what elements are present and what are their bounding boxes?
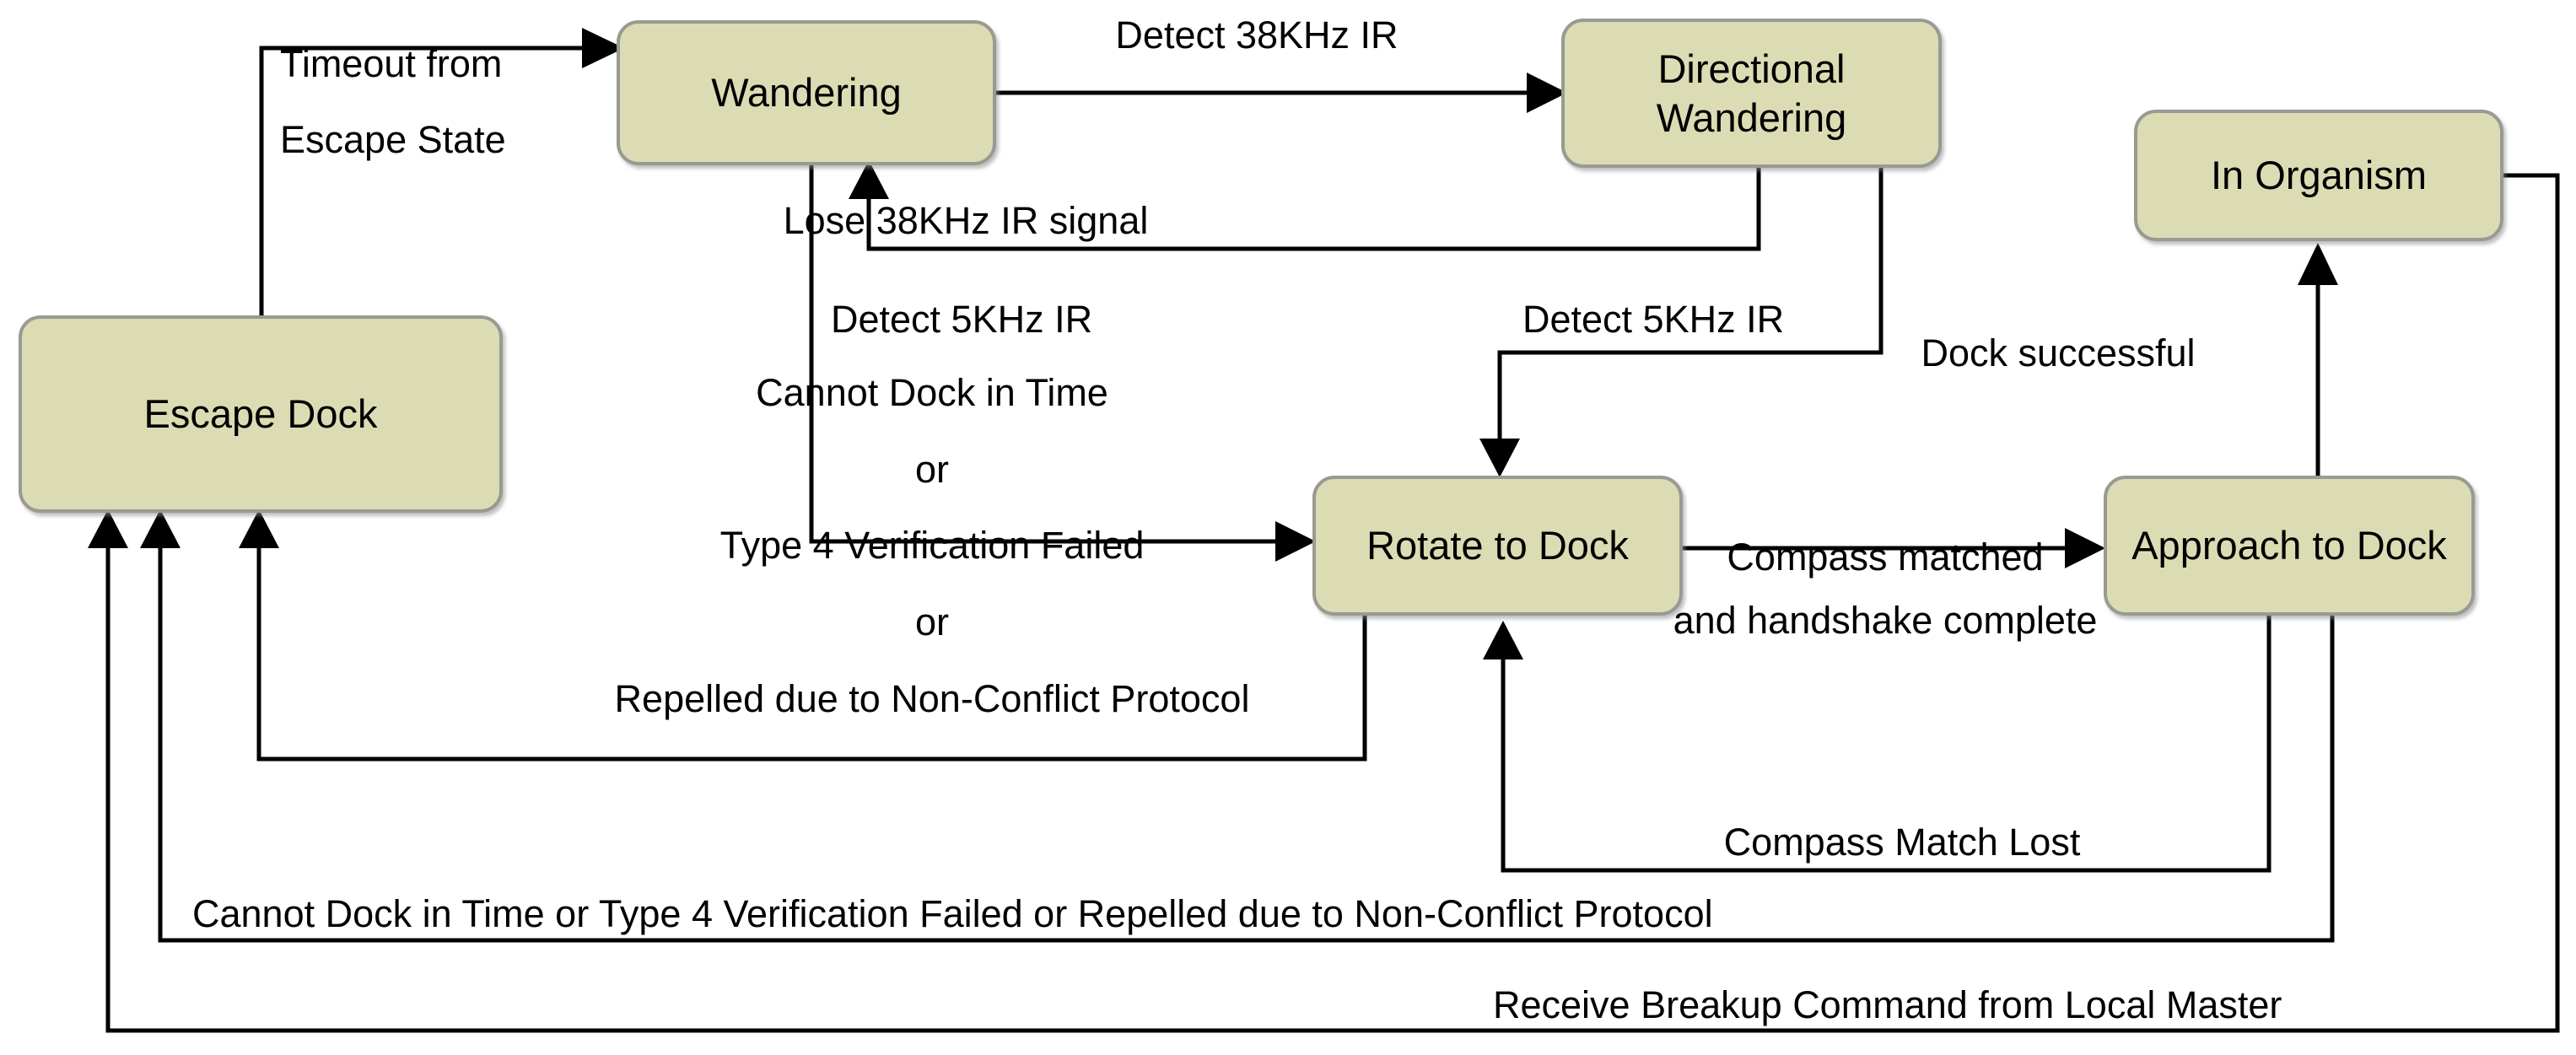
edge-wandering-to-rotate-to-dock (809, 165, 1316, 562)
node-escape-dock[interactable]: Escape Dock (19, 315, 503, 513)
edge-label-detect-5khz-ir-right: Detect 5KHz IR (1522, 298, 1785, 341)
arrow-head-icon (239, 509, 279, 548)
edge-path (809, 165, 1275, 544)
edge-directional-wandering-to-rotate-to-dock (1479, 168, 1883, 477)
edge-path (256, 548, 1367, 762)
edge-path (158, 548, 2335, 943)
arrow-head-icon (1275, 521, 1316, 562)
edge-label-compass-matched-line2: and handshake complete (1673, 599, 2098, 642)
arrow-head-icon (140, 509, 181, 548)
edge-label-fail-line3: Type 4 Verification Failed (719, 524, 1145, 567)
arrow-head-icon (2065, 528, 2105, 568)
node-approach-to-dock[interactable]: Approach to Dock (2104, 476, 2475, 616)
edge-label-long-fail-conditions: Cannot Dock in Time or Type 4 Verificati… (192, 892, 1713, 935)
edge-label-fail-line1: Cannot Dock in Time (756, 371, 1108, 414)
node-label-rotate-to-dock: Rotate to Dock (1366, 523, 1629, 568)
arrow-head-icon (849, 160, 889, 199)
arrow-head-icon (2298, 243, 2338, 285)
node-label-wandering: Wandering (711, 70, 902, 116)
edge-label-lose-38khz-ir-signal: Lose 38KHz IR signal (783, 199, 1149, 242)
edge-approach-to-dock-to-rotate-to-dock (1483, 616, 2272, 873)
edge-in-organism-to-escape-dock (88, 173, 2560, 1033)
edge-label-detect-5khz-ir-left: Detect 5KHz IR (831, 298, 1093, 341)
node-label-in-organism: In Organism (2211, 153, 2427, 198)
edge-label-fail-line5: Repelled due to Non-Conflict Protocol (614, 677, 1250, 720)
edge-approach-to-dock-to-in-organism (2298, 243, 2338, 476)
edge-label-fail-line4: or (914, 600, 950, 643)
edge-path (1501, 616, 2272, 873)
arrow-head-icon (88, 509, 128, 548)
node-label-approach-to-dock: Approach to Dock (2131, 523, 2447, 568)
edge-rotate-to-dock-to-approach-to-dock (1683, 528, 2105, 568)
arrow-head-icon (1527, 73, 1567, 113)
arrow-head-icon (1479, 439, 1520, 477)
edge-label-compass-matched-line1: Compass matched (1727, 536, 2044, 579)
edge-label-dock-successful: Dock successful (1921, 331, 2196, 374)
node-in-organism[interactable]: In Organism (2134, 110, 2503, 241)
node-label-directional-wandering-line2: Wandering (1656, 94, 1847, 140)
edge-label-timeout-line1: Timeout from (280, 42, 503, 85)
node-label-directional-wandering-line1: Directional (1657, 46, 1846, 92)
edge-label-receive-breakup-command: Receive Breakup Command from Local Maste… (1493, 983, 2282, 1026)
edge-label-fail-line2: or (914, 448, 950, 491)
edge-label-compass-match-lost: Compass Match Lost (1723, 821, 2081, 864)
node-wandering[interactable]: Wandering (617, 20, 996, 165)
edge-directional-wandering-to-wandering (849, 160, 1761, 251)
arrow-head-icon (1483, 621, 1523, 659)
edge-path (105, 173, 2560, 1033)
edge-path (1497, 168, 1883, 439)
edge-path (259, 46, 582, 315)
edge-label-timeout-line2: Escape State (280, 118, 506, 161)
edge-rotate-to-dock-to-escape-dock (239, 509, 1367, 762)
arrow-head-icon (582, 28, 624, 68)
edge-approach-to-dock-to-escape-dock (140, 509, 2335, 943)
edge-path (866, 168, 1761, 251)
edge-label-detect-38khz-ir: Detect 38KHz IR (1115, 13, 1398, 57)
node-directional-wandering[interactable]: Directional Wandering (1561, 19, 1942, 168)
node-label-escape-dock: Escape Dock (143, 391, 378, 437)
edge-wandering-to-directional-wandering (996, 73, 1567, 113)
edge-escape-dock-to-wandering (259, 28, 624, 315)
node-rotate-to-dock[interactable]: Rotate to Dock (1312, 476, 1683, 616)
